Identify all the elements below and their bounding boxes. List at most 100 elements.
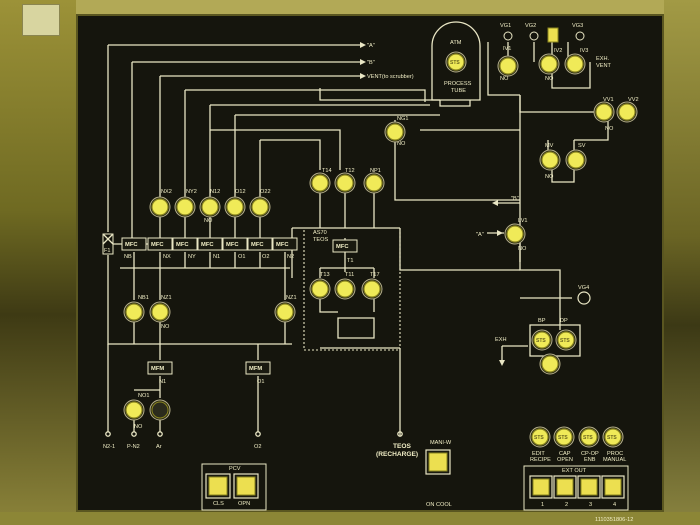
nz1-label: NZ1 bbox=[161, 295, 172, 301]
diagram-labels: "A" "B" VENT(to scrubber) VG1 VG2 VG3 AT… bbox=[103, 23, 639, 523]
a-arrow-label: "A" bbox=[476, 232, 484, 238]
maniw-oncool-label: ON COOL bbox=[426, 502, 452, 508]
cp-op-sts-text: STS bbox=[583, 435, 593, 441]
process-tube-sts-lamp[interactable] bbox=[447, 53, 465, 71]
valve-vv2-lamp[interactable] bbox=[618, 103, 636, 121]
vent-scrubber-label: VENT(to scrubber) bbox=[367, 74, 414, 80]
exh-bottom-label: EXH bbox=[495, 337, 507, 343]
vg3-gauge-icon bbox=[575, 31, 585, 41]
ext-out-1-label: 1 bbox=[541, 502, 544, 508]
valve-bp-lamp[interactable] bbox=[533, 331, 551, 349]
flow-arrows bbox=[360, 42, 505, 366]
mfc-teos-text: MFC bbox=[336, 244, 349, 250]
teos-label: TEOS bbox=[313, 237, 328, 243]
ny2-label: NY2 bbox=[186, 189, 197, 195]
mfc-n1 bbox=[197, 237, 223, 251]
valve-vv1-lamp[interactable] bbox=[595, 103, 613, 121]
valve-iv1-lamp[interactable] bbox=[499, 57, 517, 75]
mfc-nx-text: MFC bbox=[151, 242, 164, 248]
mfc-n2 bbox=[272, 237, 298, 251]
source-ar: Ar bbox=[156, 444, 162, 450]
valve-np1-lamp[interactable] bbox=[365, 174, 383, 192]
mfc-o1 bbox=[222, 237, 248, 251]
valve-nb1-lamp[interactable] bbox=[125, 303, 143, 321]
pcv-group-frame bbox=[201, 463, 267, 511]
valve-nx2-lamp[interactable] bbox=[151, 198, 169, 216]
vg2-label: VG2 bbox=[525, 23, 536, 29]
nx-label: NX bbox=[163, 254, 171, 260]
valve-t13-lamp[interactable] bbox=[311, 280, 329, 298]
edit-recipe-lamp[interactable] bbox=[531, 428, 549, 446]
cap-open-lamp[interactable] bbox=[555, 428, 573, 446]
iv3-label: IV3 bbox=[580, 48, 588, 54]
proc-manual-lamp[interactable] bbox=[604, 428, 622, 446]
ext-out-2-lamp[interactable] bbox=[556, 478, 574, 496]
cp-op-l2: ENB bbox=[584, 457, 596, 463]
ext-out-1-lamp[interactable] bbox=[532, 478, 550, 496]
vg3-label: VG3 bbox=[572, 23, 583, 29]
valve-o22-lamp[interactable] bbox=[251, 198, 269, 216]
valve-t14-lamp[interactable] bbox=[311, 174, 329, 192]
serial-number: 1110351806-12 bbox=[595, 517, 633, 523]
valve-no1-ar-lamp-off[interactable] bbox=[151, 401, 169, 419]
iv1-state: NO bbox=[500, 76, 509, 82]
mfc-o1-text: MFC bbox=[226, 242, 239, 248]
room-background-right bbox=[664, 0, 700, 525]
mfc-n1-text: MFC bbox=[201, 242, 214, 248]
process-label: PROCESS bbox=[444, 81, 472, 87]
source-p-n2: P-N2 bbox=[127, 444, 140, 450]
maniw-oncool-lamp[interactable] bbox=[428, 452, 448, 472]
vv1-label: VV1 bbox=[603, 97, 614, 103]
t1-label: T1 bbox=[347, 258, 354, 264]
dest-b-label: "B" bbox=[367, 60, 375, 66]
n12-state: NO bbox=[204, 218, 213, 224]
np1-label: NP1 bbox=[370, 168, 381, 174]
ext-out-4-label: 4 bbox=[613, 502, 616, 508]
mfm-o1-label: O1 bbox=[257, 379, 264, 385]
valve-iv2-lamp[interactable] bbox=[540, 55, 558, 73]
ext-out-4-lamp[interactable] bbox=[604, 478, 622, 496]
proc-manual-l1: PROC bbox=[607, 451, 623, 457]
pipe-lines bbox=[105, 21, 609, 437]
valve-dp-lamp[interactable] bbox=[557, 331, 575, 349]
valve-n12-lamp[interactable] bbox=[201, 198, 219, 216]
t12-label: T12 bbox=[345, 168, 355, 174]
valve-no1-lamp[interactable] bbox=[125, 401, 143, 419]
t11-label: T11 bbox=[345, 272, 354, 278]
valve-o12-lamp[interactable] bbox=[226, 198, 244, 216]
pcv-cls-lamp[interactable] bbox=[208, 476, 228, 496]
valve-exh-bottom-lamp[interactable] bbox=[541, 355, 559, 373]
mv-state: NO bbox=[545, 174, 554, 180]
ext-out-3-lamp[interactable] bbox=[580, 478, 598, 496]
valve-t11-lamp[interactable] bbox=[336, 280, 354, 298]
pcv-opn-lamp[interactable] bbox=[236, 476, 256, 496]
n12-label: N12 bbox=[210, 189, 220, 195]
vg4-label: VG4 bbox=[578, 285, 589, 291]
teos-recharge-line1: TEOS bbox=[393, 443, 412, 450]
proc-manual-sts-text: STS bbox=[607, 435, 617, 441]
valve-sv-lamp[interactable] bbox=[567, 151, 585, 169]
valve-mv-lamp[interactable] bbox=[541, 151, 559, 169]
valve-lv1-lamp[interactable] bbox=[506, 225, 524, 243]
teos-recharge-line2: (RECHARGE) bbox=[376, 451, 418, 458]
valve-nz1-right-lamp[interactable] bbox=[276, 303, 294, 321]
valve-nz1-lamp[interactable] bbox=[151, 303, 169, 321]
edit-recipe-l1: EDIT bbox=[532, 451, 545, 457]
valve-ny2-lamp[interactable] bbox=[176, 198, 194, 216]
ny-label: NY bbox=[188, 254, 196, 260]
pcv-opn-label: OPN bbox=[238, 501, 250, 507]
valve-iv3-lamp[interactable] bbox=[566, 55, 584, 73]
ng1-state: NO bbox=[397, 141, 406, 147]
atm-label: ATM bbox=[450, 40, 462, 46]
dest-a-label: "A" bbox=[367, 43, 375, 49]
valve-t17-lamp[interactable] bbox=[363, 280, 381, 298]
n1-mfc-label: N1 bbox=[213, 254, 220, 260]
exh-label: EXH. bbox=[596, 56, 610, 62]
vv2-label: VV2 bbox=[628, 97, 639, 103]
nb-label: NB bbox=[124, 254, 132, 260]
valve-ng1-lamp[interactable] bbox=[386, 123, 404, 141]
nz1-state: NO bbox=[161, 324, 170, 330]
cp-op-enb-lamp[interactable] bbox=[580, 428, 598, 446]
edit-recipe-l2: RECIPE bbox=[530, 457, 551, 463]
valve-t12-lamp[interactable] bbox=[336, 174, 354, 192]
